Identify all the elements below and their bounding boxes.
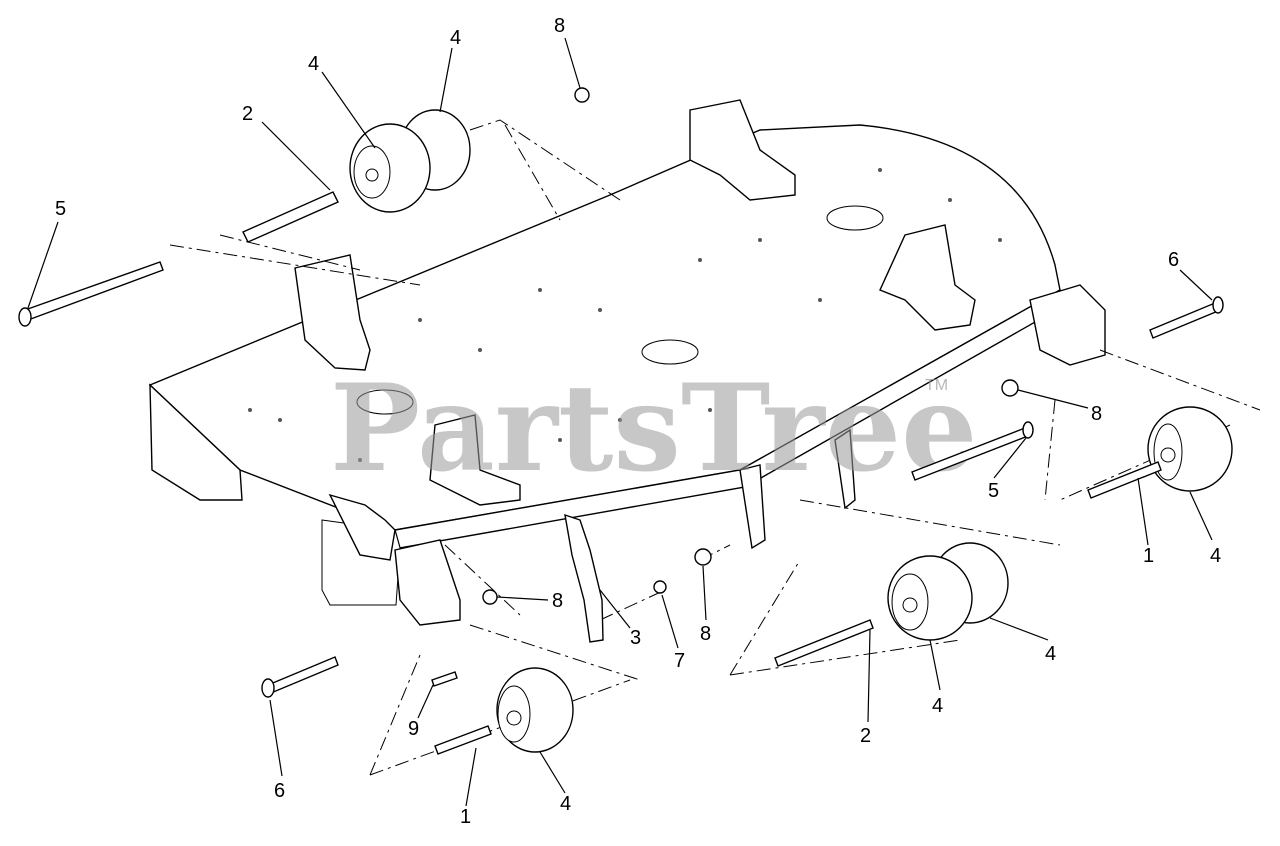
callout-right-4: 4 <box>1210 545 1221 567</box>
callout-top-2: 2 <box>242 103 253 125</box>
wheel-bottom-left <box>496 667 574 753</box>
callout-mid-7: 7 <box>674 650 685 672</box>
callout-top-4b: 4 <box>450 27 461 49</box>
wheel-right <box>1147 406 1233 492</box>
callout-mid-8a: 8 <box>552 590 563 612</box>
callout-left-5: 5 <box>55 198 66 220</box>
callout-bottom-left-4: 4 <box>560 793 571 815</box>
callouts: 8 4 4 2 5 6 8 5 1 4 8 3 7 8 4 4 2 6 9 1 … <box>55 15 1221 828</box>
callout-top-8: 8 <box>554 15 565 37</box>
callout-mid-8b: 8 <box>700 623 711 645</box>
callout-right-1: 1 <box>1143 545 1154 567</box>
wheel-top-left <box>349 109 471 213</box>
trademark-symbol: TM <box>925 377 948 394</box>
callout-bottom-left-1: 1 <box>460 806 471 828</box>
callout-bottom-right-4b: 4 <box>1045 643 1056 665</box>
callout-bottom-left-9: 9 <box>408 718 419 740</box>
callout-bottom-left-6: 6 <box>274 780 285 802</box>
partstree-watermark: PartsTree <box>330 358 977 499</box>
callout-right-5: 5 <box>988 480 999 502</box>
assembly-lines <box>169 119 1261 776</box>
callout-bottom-right-2: 2 <box>860 725 871 747</box>
axles-and-bolts <box>18 87 1224 755</box>
callout-bottom-right-4a: 4 <box>932 695 943 717</box>
callout-right-6: 6 <box>1168 249 1179 271</box>
wheel-bottom-right <box>887 542 1009 641</box>
leader-lines <box>27 37 1213 807</box>
deck-holes <box>248 168 1002 462</box>
callout-top-4a: 4 <box>308 53 319 75</box>
mower-deck <box>148 99 1106 626</box>
callout-mid-3: 3 <box>630 627 641 649</box>
callout-right-8: 8 <box>1091 403 1102 425</box>
